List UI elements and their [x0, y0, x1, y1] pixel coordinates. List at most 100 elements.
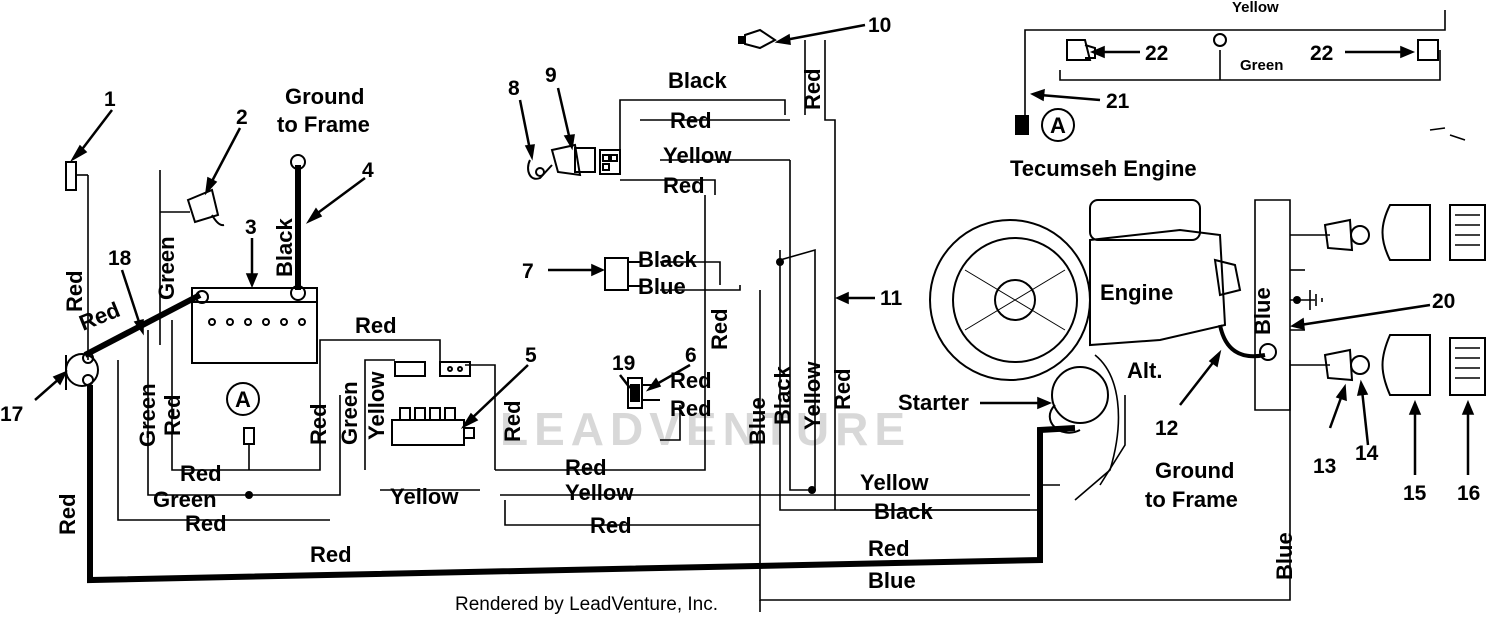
connector-part-21 — [1015, 115, 1029, 135]
ground-ring-right — [1259, 343, 1277, 361]
ground-to-frame-top-line1: Ground — [285, 84, 364, 109]
wire-label-red: Red — [868, 536, 910, 561]
engine-label: Engine — [1100, 280, 1173, 305]
wire-label-black: Black — [638, 247, 697, 272]
starter-label: Starter — [898, 390, 969, 415]
wire-label-red: Red — [670, 396, 712, 421]
part-number-20: 20 — [1432, 290, 1455, 313]
wire-label-yellow-small: Yellow — [1232, 0, 1279, 16]
wire-label-yellow: Yellow — [663, 143, 732, 168]
wire-label-yellow: Yellow — [860, 470, 929, 495]
wire-label-green-vertical: Green — [154, 236, 179, 300]
wire-label-green-small: Green — [1240, 57, 1283, 74]
bezel-part-16 — [1449, 337, 1486, 396]
wire-label-yellow-vertical: Yellow — [364, 371, 389, 440]
wire-label-blue-vertical: Blue — [745, 397, 770, 445]
labels: Ground to Frame Tecumseh Engine Engine S… — [235, 84, 1238, 512]
wire-label-red: Red — [663, 173, 705, 198]
wire-label-green: Green — [153, 487, 217, 512]
wire-label-blue-vertical: Blue — [1250, 287, 1275, 335]
leader-arrows — [34, 23, 1475, 475]
part-number-9: 9 — [545, 64, 557, 87]
part-number-5: 5 — [525, 344, 537, 367]
lamp-socket-upper — [1323, 218, 1354, 252]
part-number-2: 2 — [236, 106, 248, 129]
part-number-19: 19 — [612, 352, 635, 375]
alt-label: Alt. — [1127, 358, 1162, 383]
part-number-22-right: 22 — [1310, 42, 1333, 65]
wire-label-red: Red — [670, 108, 712, 133]
part-number-14: 14 — [1355, 442, 1379, 465]
part-number-16: 16 — [1457, 482, 1480, 505]
wire-label-red-vertical: Red — [707, 308, 732, 350]
ground-strap-12 — [1218, 324, 1266, 359]
part-number-11: 11 — [880, 287, 903, 310]
wire-label-red: Red — [180, 461, 222, 486]
engine-block — [1089, 228, 1227, 347]
connector-a-left-circle — [226, 382, 260, 416]
wire-label-blue: Blue — [638, 274, 686, 299]
wire-label-red-vertical: Red — [306, 403, 331, 445]
seat-switch-part-2 — [186, 188, 220, 224]
wire-label-red: Red — [355, 313, 397, 338]
wire-label-yellow: Yellow — [565, 480, 634, 505]
wire-label-red-vertical: Red — [160, 394, 185, 436]
battery-cable — [87, 385, 1076, 584]
wire-label-black-vertical: Black — [272, 218, 297, 277]
part-number-4: 4 — [362, 159, 374, 182]
connector-a-left-plug — [243, 427, 255, 445]
bulb-part-14 — [1350, 355, 1370, 375]
wires — [75, 10, 1446, 601]
connector-a-right-label: A — [1050, 113, 1066, 138]
module-part-5 — [391, 419, 465, 446]
part-number-12: 12 — [1155, 417, 1178, 440]
wire-label-red: Red — [185, 511, 227, 536]
part-number-15: 15 — [1403, 482, 1427, 505]
switch-part-19 — [630, 384, 640, 402]
part-number-10: 10 — [868, 14, 891, 37]
light-switch-part-7 — [604, 257, 629, 291]
wire-label-black: Black — [668, 68, 727, 93]
wire-label-red-vertical: Red — [500, 400, 525, 442]
lamp-part-22-left — [1066, 39, 1092, 61]
part-number-8: 8 — [508, 77, 520, 100]
watermark: LEADVENTURE — [500, 403, 911, 455]
components — [65, 28, 1486, 499]
part-number-17: 17 — [0, 403, 23, 426]
wire-label-red: Red — [565, 455, 607, 480]
part-number-1: 1 — [104, 88, 116, 111]
part-number-13: 13 — [1313, 455, 1336, 478]
wire-label-red-vertical: Red — [830, 368, 855, 410]
pto-switch-part-8 — [527, 159, 553, 180]
wire-label-red-vertical: Red — [55, 493, 80, 535]
wire-label-green-vertical: Green — [135, 383, 160, 447]
lens-upper — [1381, 204, 1431, 261]
wire-label-blue-vertical: Blue — [1272, 532, 1297, 580]
starter-motor — [1051, 366, 1109, 424]
key-switch-part-1 — [65, 161, 77, 191]
switch-part-6 — [627, 377, 643, 409]
lamp-part-22-right — [1417, 39, 1439, 61]
wire-label-red: Red — [310, 542, 352, 567]
footer-credit: Rendered by LeadVenture, Inc. — [455, 594, 718, 615]
part-numbers: 1 2 3 4 5 6 7 8 9 10 11 12 13 14 15 16 1… — [0, 14, 1480, 505]
wire-label-red: Red — [670, 368, 712, 393]
wire-label-blue: Blue — [868, 568, 916, 593]
tecumseh-engine-label: Tecumseh Engine — [1010, 156, 1197, 181]
part-number-7: 7 — [522, 260, 534, 283]
wire-label-green-vertical: Green — [337, 381, 362, 445]
ground-to-frame-right-line2: to Frame — [1145, 487, 1238, 512]
lamp-socket-part-13 — [1323, 348, 1354, 382]
bulb-part-10 — [744, 28, 777, 50]
connector-a-left-label: A — [235, 387, 251, 412]
lens-part-15 — [1381, 334, 1431, 396]
part-number-3: 3 — [245, 216, 257, 239]
part-number-6: 6 — [685, 344, 697, 367]
wire-color-labels: Black Red Yellow Red Black Blue Red Red … — [55, 0, 1297, 593]
part-number-18: 18 — [108, 247, 132, 270]
wire-label-red: Red — [590, 513, 632, 538]
ground-to-frame-right-line1: Ground — [1155, 458, 1234, 483]
wire-label-yellow: Yellow — [390, 484, 459, 509]
wire-label-black-vertical: Black — [770, 366, 795, 425]
